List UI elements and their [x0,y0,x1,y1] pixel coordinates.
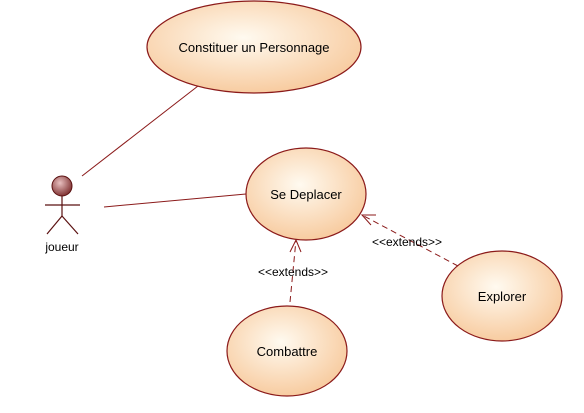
use-case-se-deplacer[interactable]: Se Deplacer [245,147,367,241]
use-case-constituer-personnage[interactable]: Constituer un Personnage [146,0,362,94]
use-case-label-constituer: Constituer un Personnage [178,40,329,55]
use-case-explorer[interactable]: Explorer [441,250,563,342]
actor-label: joueur [44,240,78,254]
extends-arrowhead-explorer [360,214,376,226]
actor-left-leg [46,215,63,235]
use-case-label-combattre: Combattre [257,344,318,359]
extends-label-combattre: <<extends>> [258,265,328,279]
extends-line-explorer[interactable] [361,214,459,267]
actor-head [51,175,73,197]
use-case-label-deplacer: Se Deplacer [270,187,342,202]
association-joueur-deplacer[interactable] [103,193,247,208]
extends-label-explorer: <<extends>> [372,235,442,249]
actor-joueur[interactable]: joueur [44,175,80,254]
extends-line-combattre[interactable] [289,239,297,303]
use-case-combattre[interactable]: Combattre [226,305,348,397]
actor-right-leg [61,215,79,235]
use-case-label-explorer: Explorer [478,289,527,304]
association-joueur-constituer[interactable] [81,85,199,177]
